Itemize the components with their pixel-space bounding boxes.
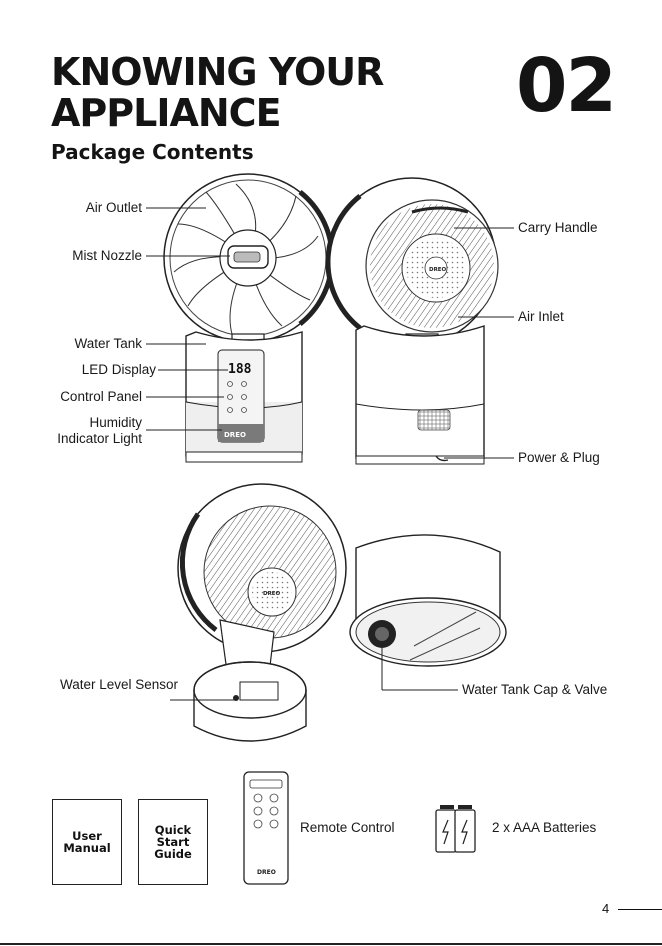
label-water-level-sensor: Water Level Sensor <box>60 677 178 693</box>
label-humidity-light: Humidity Indicator Light <box>57 415 142 447</box>
user-manual-label: User Manual <box>63 830 110 854</box>
user-manual-booklet: User Manual <box>52 799 122 885</box>
page-number-rule <box>618 909 662 910</box>
quick-start-label: Quick Start Guide <box>154 824 192 860</box>
front-panel-digits: 188 <box>228 362 252 377</box>
label-batteries: 2 x AAA Batteries <box>492 820 596 836</box>
label-carry-handle: Carry Handle <box>518 220 598 236</box>
label-power-plug: Power & Plug <box>518 450 600 466</box>
label-remote-control: Remote Control <box>300 820 395 836</box>
lower-head-brand: DREO <box>263 591 281 597</box>
water-tank-upside-down <box>350 535 506 666</box>
label-led-display: LED Display <box>82 362 156 378</box>
page-number: 4 <box>602 901 609 916</box>
quick-start-guide-booklet: Quick Start Guide <box>138 799 208 885</box>
front-panel-brand: DREO <box>224 431 246 439</box>
label-air-outlet: Air Outlet <box>86 200 142 216</box>
front-view-humidifier: DREO 188 <box>164 174 332 462</box>
label-humidity-line1: Humidity <box>89 415 142 430</box>
label-water-tank: Water Tank <box>74 336 142 352</box>
remote-brand: DREO <box>257 869 276 876</box>
remote-control-illustration: DREO <box>244 772 288 884</box>
label-control-panel: Control Panel <box>60 389 142 405</box>
rear-view-humidifier: DREO <box>328 178 498 464</box>
batteries-illustration <box>436 805 475 852</box>
bottom-rule <box>0 943 662 945</box>
label-humidity-line2: Indicator Light <box>57 431 142 446</box>
rear-head-brand: DREO <box>429 267 447 273</box>
label-air-inlet: Air Inlet <box>518 309 564 325</box>
base-without-tank: DREO <box>178 484 346 741</box>
label-water-tank-cap: Water Tank Cap & Valve <box>462 682 607 698</box>
label-mist-nozzle: Mist Nozzle <box>72 248 142 264</box>
